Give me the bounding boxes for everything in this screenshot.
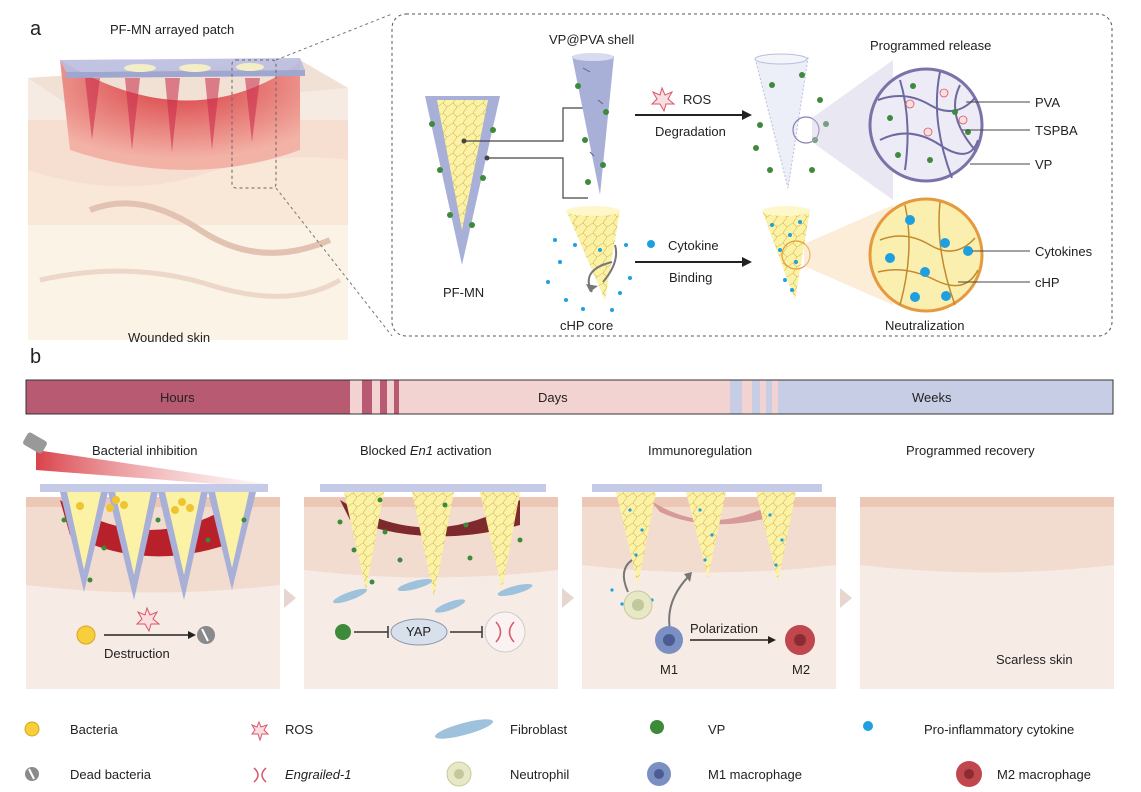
neutrophil-icon bbox=[446, 761, 472, 787]
stage-title-3: Immunoregulation bbox=[648, 443, 753, 458]
bacteria-icon bbox=[24, 721, 40, 737]
bacteria-cluster bbox=[76, 496, 194, 514]
degradation-arrow bbox=[742, 110, 752, 120]
neutrophil-stage3 bbox=[623, 590, 653, 620]
stage-title-1: Bacterial inhibition bbox=[92, 443, 198, 458]
fibroblasts-stage2 bbox=[333, 578, 533, 613]
legend-neutrophil: Neutrophil bbox=[510, 767, 570, 782]
ros-label: ROS bbox=[683, 92, 712, 107]
skin-caption: Wounded skin bbox=[128, 330, 211, 345]
shell-needle bbox=[572, 53, 614, 195]
core-needle bbox=[566, 206, 620, 300]
legend-vp: VP bbox=[708, 722, 726, 737]
release-title: Programmed release bbox=[870, 38, 992, 53]
stage-skin-4 bbox=[860, 497, 1114, 689]
release-callout-lines bbox=[962, 101, 1030, 165]
legend-cytokine: Pro-inflammatory cytokine bbox=[924, 722, 1075, 737]
degraded-needle bbox=[753, 53, 829, 189]
m1-macrophage-icon bbox=[647, 762, 671, 786]
stage3-needles bbox=[616, 492, 796, 585]
patch-base-1 bbox=[40, 484, 268, 492]
bacteria-icon-stage1 bbox=[76, 625, 96, 645]
neutralized-needle bbox=[762, 206, 811, 300]
polarization-label: Polarization bbox=[690, 621, 758, 636]
legend-ros: ROS bbox=[285, 722, 314, 737]
legend-m2: M2 macrophage bbox=[997, 767, 1091, 782]
pva-network-circle bbox=[868, 67, 984, 183]
stage1-needles bbox=[60, 492, 256, 600]
callout-pva: PVA bbox=[1035, 95, 1061, 110]
m2-macrophage-icon bbox=[956, 761, 982, 787]
binding-label: Binding bbox=[669, 270, 713, 285]
callout-chp: cHP bbox=[1035, 275, 1060, 290]
scarless-label: Scarless skin bbox=[996, 652, 1073, 667]
skin-block bbox=[28, 58, 348, 340]
m2-label: M2 bbox=[792, 662, 811, 677]
stage-title-2: Blocked En1 activation bbox=[360, 443, 492, 458]
m2-macrophage-stage3 bbox=[785, 625, 815, 655]
vp-icon-stage2 bbox=[335, 624, 351, 640]
ros-legend-icon bbox=[250, 720, 270, 742]
mn-label: PF-MN bbox=[443, 285, 485, 300]
destruction-label: Destruction bbox=[104, 646, 170, 661]
cytokine-icon bbox=[647, 240, 655, 248]
shell-label: VP@PVA shell bbox=[549, 32, 635, 47]
dead-bacteria-stage1 bbox=[197, 626, 215, 644]
timeline-bar bbox=[25, 379, 1114, 415]
pf-mn-needle bbox=[425, 96, 500, 265]
callout-tspba: TSPBA bbox=[1035, 123, 1078, 138]
legend-icons bbox=[24, 719, 982, 787]
core-label: cHP core bbox=[560, 318, 614, 333]
dna-circle bbox=[484, 611, 526, 653]
callout-cytokines: Cytokines bbox=[1035, 244, 1093, 259]
vp-icon bbox=[650, 720, 664, 734]
legend-m1: M1 macrophage bbox=[708, 767, 802, 782]
dead-bacteria-icon bbox=[25, 767, 39, 781]
legend-engrailed: Engrailed-1 bbox=[285, 767, 352, 782]
patch-base-3 bbox=[592, 484, 822, 492]
ros-star-stage1 bbox=[135, 606, 161, 633]
m1-label: M1 bbox=[660, 662, 679, 677]
zoom-line-top bbox=[275, 13, 393, 61]
binding-arrow bbox=[742, 257, 752, 267]
callout-vp: VP bbox=[1035, 157, 1053, 172]
chp-network-circle bbox=[868, 197, 984, 313]
core-cytokines bbox=[546, 238, 632, 312]
laser-beam bbox=[23, 432, 268, 488]
cytokine-label: Cytokine bbox=[668, 238, 719, 253]
degradation-label: Degradation bbox=[655, 124, 726, 139]
stage-title-4: Programmed recovery bbox=[906, 443, 1035, 458]
legend-fibroblast: Fibroblast bbox=[510, 722, 568, 737]
timeline-weeks: Weeks bbox=[912, 390, 952, 405]
neutral-callout-lines bbox=[958, 250, 1030, 283]
neutralization-title: Neutralization bbox=[885, 318, 965, 333]
panel-b-letter: b bbox=[30, 346, 42, 368]
legend-bacteria: Bacteria bbox=[70, 722, 118, 737]
ros-icon bbox=[650, 86, 676, 113]
yap-label: YAP bbox=[406, 624, 432, 639]
patch-title: PF-MN arrayed patch bbox=[110, 22, 235, 37]
cytokine-legend-icon bbox=[863, 721, 873, 731]
panel-a-letter: a bbox=[30, 18, 42, 40]
timeline-hours: Hours bbox=[160, 390, 195, 405]
dna-icon bbox=[253, 767, 267, 783]
patch-base-2 bbox=[320, 484, 546, 492]
fibroblast-icon bbox=[434, 719, 494, 739]
stage2-needles bbox=[344, 492, 520, 596]
yap-oval bbox=[390, 618, 448, 646]
zoom-line-bottom bbox=[275, 187, 393, 337]
timeline-days: Days bbox=[538, 390, 568, 405]
legend-dead-bacteria: Dead bacteria bbox=[70, 767, 151, 782]
zoom-box bbox=[391, 13, 1113, 337]
m1-macrophage-stage3 bbox=[655, 626, 683, 654]
